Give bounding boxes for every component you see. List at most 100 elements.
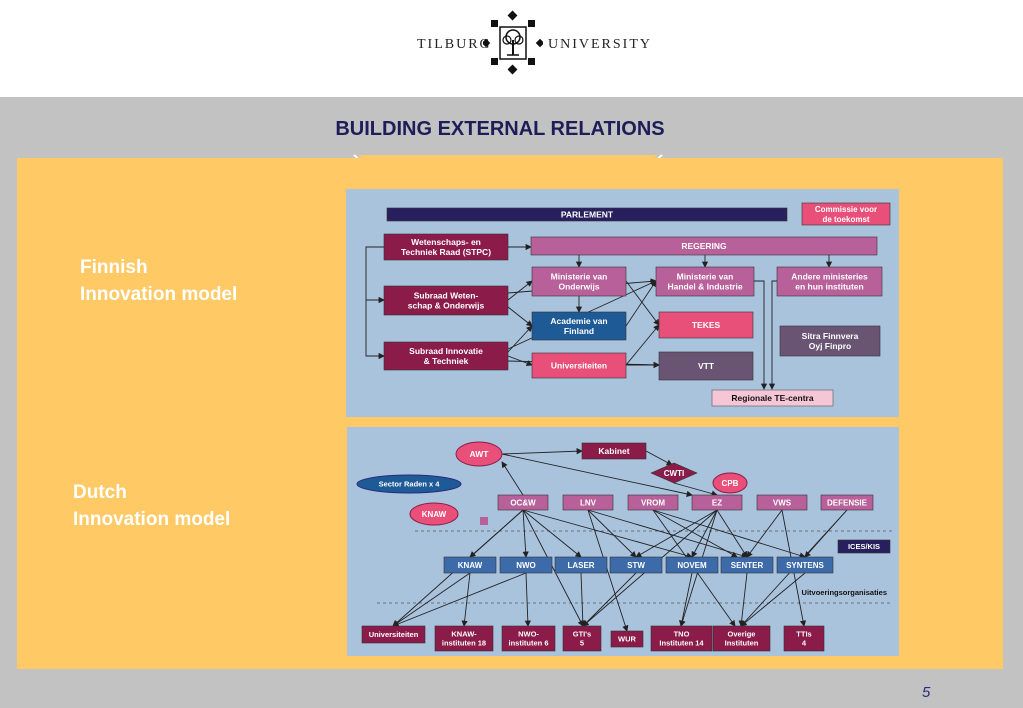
dutch-connector-6 [522,509,582,558]
knaw-ellipse-box: KNAW [409,502,459,526]
laser-label: LASER [567,561,594,570]
sector-raden-box: Sector Raden x 4 [356,474,462,494]
dutch-connector-16 [716,509,748,558]
dutch-connector-25 [392,572,527,627]
subraad-wet-box: Subraad Weten-schap & Onderwijs [383,285,509,316]
dutch-connector-2 [673,482,718,497]
syntens-label: SYNTENS [786,561,824,570]
academie-label: Academie van [550,316,607,326]
novem-label: NOVEM [677,561,707,570]
regionale-label: Regionale TE-centra [731,393,813,403]
tilburg-tree-emblem-icon [483,10,543,75]
vrom-label: VROM [641,498,665,507]
nwo-inst-label: NWO- [518,630,539,639]
nwo-inst-box: NWO-instituten 6 [501,625,556,652]
dutch-connector-5 [522,509,529,558]
dutch-connector-15 [691,509,718,558]
knaw-inst-label: KNAW- [451,630,477,639]
dutch-connector-33 [587,509,748,559]
ocw-box: OC&W [497,494,549,511]
knaw-inst-box: KNAW-instituten 18 [434,625,494,652]
commissie-label: de toekomst [822,215,869,224]
subraad-wet-label: schap & Onderwijs [408,300,485,310]
tekes-box: TEKES [658,311,754,339]
finnish-connector-8 [507,306,533,327]
knaw-label: KNAW [458,561,483,570]
ez-label: EZ [712,498,722,507]
kabinet-box: Kabinet [581,442,647,460]
vws-label: VWS [773,498,792,507]
finnish-label-line1: Finnish [80,257,148,278]
sitra-label: Oyj Finpro [809,341,852,351]
lnv-box: LNV [562,494,614,511]
finnish-model-label: Finnish Innovation model [80,254,237,308]
finnish-connector-17 [754,280,768,390]
universiteiten-label: Universiteiten [551,360,607,370]
parlement-box: PARLEMENT [386,207,788,222]
sector-raden-label: Sector Raden x 4 [379,480,441,489]
finnish-connector-11 [507,355,533,367]
knaw-inst-label: instituten 18 [442,639,486,648]
stpc-label: Wetenschaps- en [411,237,481,247]
finnish-connector-15 [625,324,660,366]
dutch-connector-30 [740,572,806,627]
overige-label: Instituten [725,639,759,648]
nwo-inst-label: instituten 6 [508,639,548,648]
stpc-label: Techniek Raad (STPC) [401,247,491,257]
finnish-label-line2: Innovation model [80,284,238,305]
slide-title: BUILDING EXTERNAL RELATIONS [335,118,665,140]
nwo-label: NWO [516,561,536,570]
finnish-connector-7 [507,280,533,301]
vtt-box: VTT [658,351,754,381]
vrom-box: VROM [627,494,679,511]
senter-box: SENTER [720,556,774,574]
min-handel-label: Handel & Industrie [667,281,742,291]
dutch-connector-8 [522,509,584,627]
cwti-box: CWTI [650,462,698,484]
subraad-inn-label: Subraad Innovatie [409,346,483,356]
knaw-ellipse-label: KNAW [422,510,447,519]
dutch-connector-31 [392,572,471,627]
tno-label: TNO [674,630,690,639]
header: TILBURG UNIVERSITY [0,0,1023,97]
dutch-connector-24 [524,572,531,627]
ttis-label: TTIs [796,630,811,639]
finnish-connector-18 [768,280,777,390]
regionale-box: Regionale TE-centra [711,389,834,407]
andere-label: en hun instituten [795,281,863,291]
min-onderwijs-label: Ministerie van [551,271,608,281]
dutch-connector-26 [579,572,586,627]
dutch-connector-34 [501,453,693,497]
commissie-label: Commissie voor [815,205,877,214]
wur-box: WUR [610,630,644,648]
dutch-connector-12 [652,509,738,558]
regering-box: REGERING [530,236,878,256]
dutch-connector-1 [645,450,673,466]
logo-text-right: UNIVERSITY [548,37,652,52]
dutch-connector-10 [587,509,637,558]
dutch-model-label: Dutch Innovation model [73,479,230,533]
vtt-label: VTT [698,361,715,371]
tilburg-university-logo: TILBURG UNIVERSITY [405,10,650,80]
regering-label: REGERING [681,241,727,251]
dutch-connector-19 [746,509,783,558]
ttis-label: 4 [802,639,807,648]
gtis-label: GTI's [573,630,591,639]
dutch-connector-9 [522,509,693,559]
finnish-connector-0 [365,246,385,304]
gtis-label: 5 [580,639,584,648]
defensie-label: DEFENSIE [827,498,868,507]
ices-label: ICES/KIS [848,542,880,551]
ez-box: EZ [691,494,743,511]
cpb-label: CPB [722,479,739,488]
page-number: 5 [922,684,931,701]
nwo-box: NWO [499,556,553,574]
